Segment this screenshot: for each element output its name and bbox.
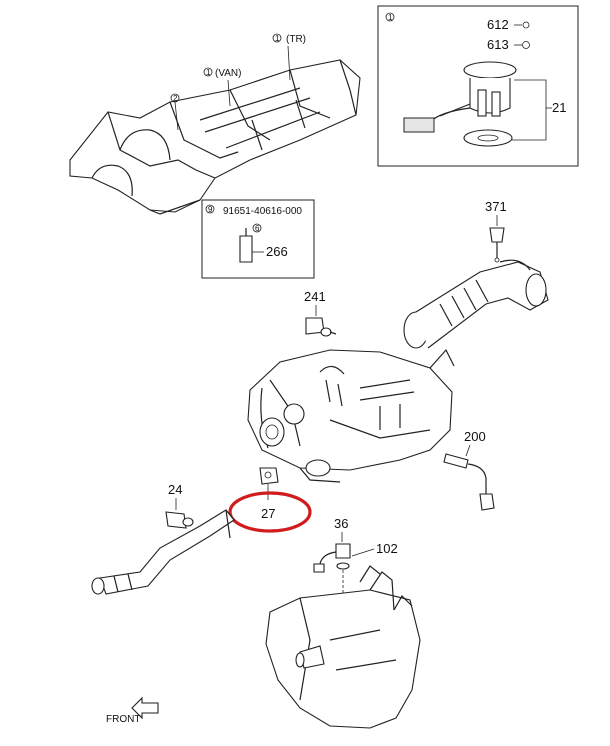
callout-24: 24 — [168, 482, 182, 497]
marker-1-tr-label: 1 — [275, 34, 280, 43]
callout-21: 21 — [552, 100, 566, 115]
highlight-circle-27 — [228, 491, 312, 533]
part-371: 371 — [485, 199, 507, 263]
inset-marker-9: 9 — [208, 205, 213, 214]
tr-note: (TR) — [286, 34, 306, 45]
callout-102: 102 — [376, 541, 398, 556]
sensor-266-inset: 9 91651-40616-000 6 266 — [201, 199, 315, 279]
callout-36: 36 — [334, 516, 348, 531]
part-number-note: 91651-40616-000 — [223, 206, 302, 217]
part-27: 27 — [228, 467, 312, 533]
inset-marker-6: 6 — [255, 224, 260, 233]
callout-241: 241 — [304, 289, 326, 304]
part-241: 241 — [304, 289, 337, 337]
marker-2-label: 2 — [173, 94, 178, 103]
part-36-102: 36 102 — [313, 516, 398, 610]
callout-266: 266 — [266, 244, 288, 259]
part-613-nut — [522, 41, 530, 49]
marker-1-van-label: 1 — [206, 68, 211, 77]
part-200: 200 — [443, 429, 495, 511]
callout-612: 612 — [487, 17, 509, 32]
callout-200: 200 — [464, 429, 486, 444]
marker-1-van — [203, 67, 213, 77]
front-arrow-icon — [131, 696, 159, 720]
fuel-pump-inset: 1 612 613 21 — [377, 5, 579, 167]
chassis-frame — [69, 59, 361, 215]
van-note: (VAN) — [215, 68, 241, 79]
callout-613: 613 — [487, 37, 509, 52]
chassis-callouts: 2 1 (VAN) 1 (TR) — [170, 33, 306, 131]
inset-marker-1: 1 — [388, 13, 393, 22]
part-612-washer — [522, 21, 530, 29]
part-266-sensor — [239, 235, 253, 263]
front-label: FRONT — [106, 714, 140, 725]
part-24-and-pipe: 24 — [91, 482, 235, 595]
engine-block — [247, 348, 455, 483]
callout-371: 371 — [485, 199, 507, 214]
transmission — [265, 565, 421, 729]
callout-27: 27 — [261, 506, 275, 521]
air-intake-hose — [403, 259, 549, 349]
marker-1-tr — [272, 33, 282, 43]
front-indicator: FRONT — [106, 696, 159, 725]
